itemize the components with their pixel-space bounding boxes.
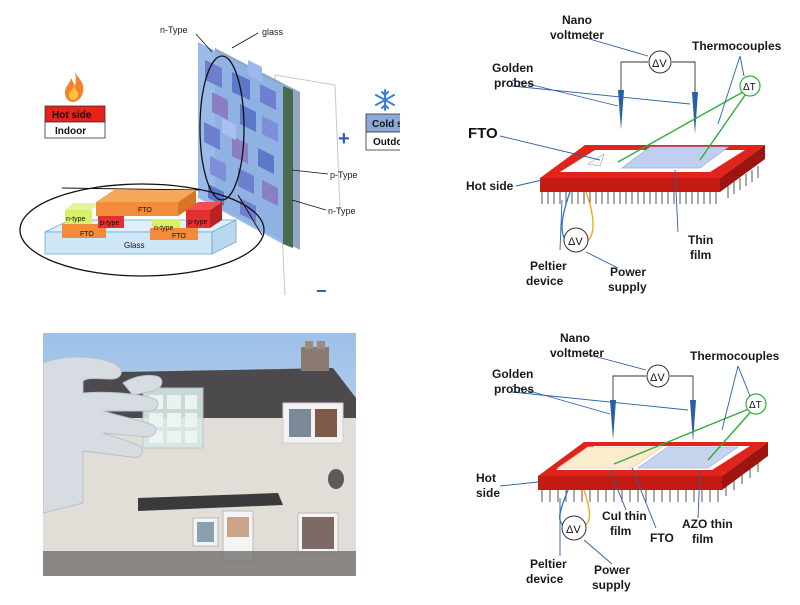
- hot-side-title: Hot side: [52, 110, 92, 121]
- inset-fto-right: FTO: [172, 233, 186, 240]
- cold-side-sub: Outdoor: [373, 137, 400, 148]
- inset-device-stack: [44, 190, 237, 255]
- label-cui-film-d: CuI thin film: [602, 509, 650, 538]
- label-hot-side: Hot side: [466, 179, 514, 193]
- porch-canopy: [138, 493, 283, 511]
- annotation-arrows: [499, 37, 745, 269]
- power-supply-symbol-d: [561, 515, 587, 541]
- golden-probe-right: [692, 92, 698, 134]
- label-voltmeter: voltmeter: [550, 28, 604, 42]
- snowflake-icon: [375, 89, 395, 111]
- golden-probe-right-d: [690, 400, 696, 442]
- power-supply-symbol: [563, 227, 589, 253]
- panel-b-measurement-setup: ΔV ΔT ΔV Nano voltmeter Thermocouples Go…: [466, 13, 782, 294]
- garden-fence: [43, 551, 356, 576]
- label-thermocouples-d: Thermocouples: [690, 349, 780, 363]
- pane-highlight-ellipse: [199, 55, 245, 201]
- panel-c-house-photo: [43, 333, 356, 576]
- house-window-upper: [282, 402, 344, 444]
- label-power-supply: Power supply: [608, 265, 649, 294]
- nano-voltmeter-symbol-d: [646, 364, 670, 388]
- delta-t-symbol: [739, 75, 761, 97]
- label-azo-film-d: AZO thin film: [682, 517, 736, 546]
- panel-d-measurement-setup-two-films: ΔV ΔT ΔV Nano voltmeter Thermocouples Go…: [476, 331, 780, 592]
- label-golden-probes: Golden probes: [492, 61, 537, 90]
- fire-icon: [65, 72, 84, 102]
- label-fto-d: FTO: [650, 531, 674, 545]
- label-nano: Nano: [562, 13, 592, 27]
- hot-side-sub: Indoor: [55, 126, 86, 137]
- delta-v-top: ΔV: [652, 58, 667, 70]
- label-peltier-device-d: Peltier device: [526, 557, 570, 586]
- delta-v-bottom: ΔV: [568, 236, 583, 248]
- delta-t-symbol-d: [745, 393, 767, 415]
- inset-p-type-left: p-type: [100, 220, 120, 227]
- gloved-hand: [43, 356, 163, 514]
- cold-side-badge: Cold side Outdoor: [365, 113, 400, 151]
- label-thin-film: Thin film: [688, 233, 717, 262]
- delta-v-bottom-d: ΔV: [566, 524, 581, 536]
- label-nano-voltmeter: Nano voltmeter: [550, 13, 604, 42]
- delta-v-top-d: ΔV: [650, 372, 665, 384]
- label-p-type: p-Type: [330, 170, 358, 180]
- label-power-supply-d: Power supply: [592, 563, 633, 592]
- delta-t-top: ΔT: [743, 82, 756, 93]
- delta-t-d: ΔT: [749, 400, 762, 411]
- label-hot-side-d: Hot side: [476, 471, 500, 500]
- cold-side-title: Cold side: [372, 119, 400, 130]
- label-peltier-device: Peltier device: [526, 259, 570, 288]
- cui-thin-film: [556, 446, 664, 469]
- label-nano-voltmeter-d: Nano voltmeter: [550, 331, 604, 360]
- hot-side-badge: Hot side Indoor: [44, 105, 106, 139]
- annotation-arrows-d: [499, 353, 751, 565]
- minus-terminal: −: [316, 281, 327, 301]
- inset-fto-left: FTO: [80, 231, 94, 238]
- thin-film: [620, 146, 730, 169]
- inset-fto-top: FTO: [138, 207, 152, 214]
- panel-a-window-schematic: n-Type glass p-Type n-Type + − Hot side …: [19, 25, 400, 301]
- inset-n-type-mid: n-type: [154, 225, 174, 232]
- golden-probe-left: [618, 90, 624, 130]
- label-n-type-bottom: n-Type: [328, 206, 356, 216]
- inset-n-type-left: n-type: [66, 216, 86, 223]
- inset-p-type-right: p-type: [188, 219, 208, 226]
- label-fto: FTO: [468, 125, 498, 142]
- glass-sample: [142, 387, 204, 449]
- label-golden-probes-d: Golden probes: [492, 367, 537, 396]
- inset-glass: Glass: [124, 241, 144, 250]
- inset-ellipse: [19, 183, 265, 277]
- azo-thin-film: [636, 446, 740, 469]
- golden-probe-left-d: [610, 400, 616, 440]
- plus-terminal: +: [338, 128, 350, 150]
- nano-voltmeter-symbol: [648, 50, 672, 74]
- label-n-type-top: n-Type: [160, 25, 188, 35]
- peltier-fins: [541, 166, 759, 204]
- label-thermocouples: Thermocouples: [692, 39, 782, 53]
- label-glass-top: glass: [262, 27, 284, 37]
